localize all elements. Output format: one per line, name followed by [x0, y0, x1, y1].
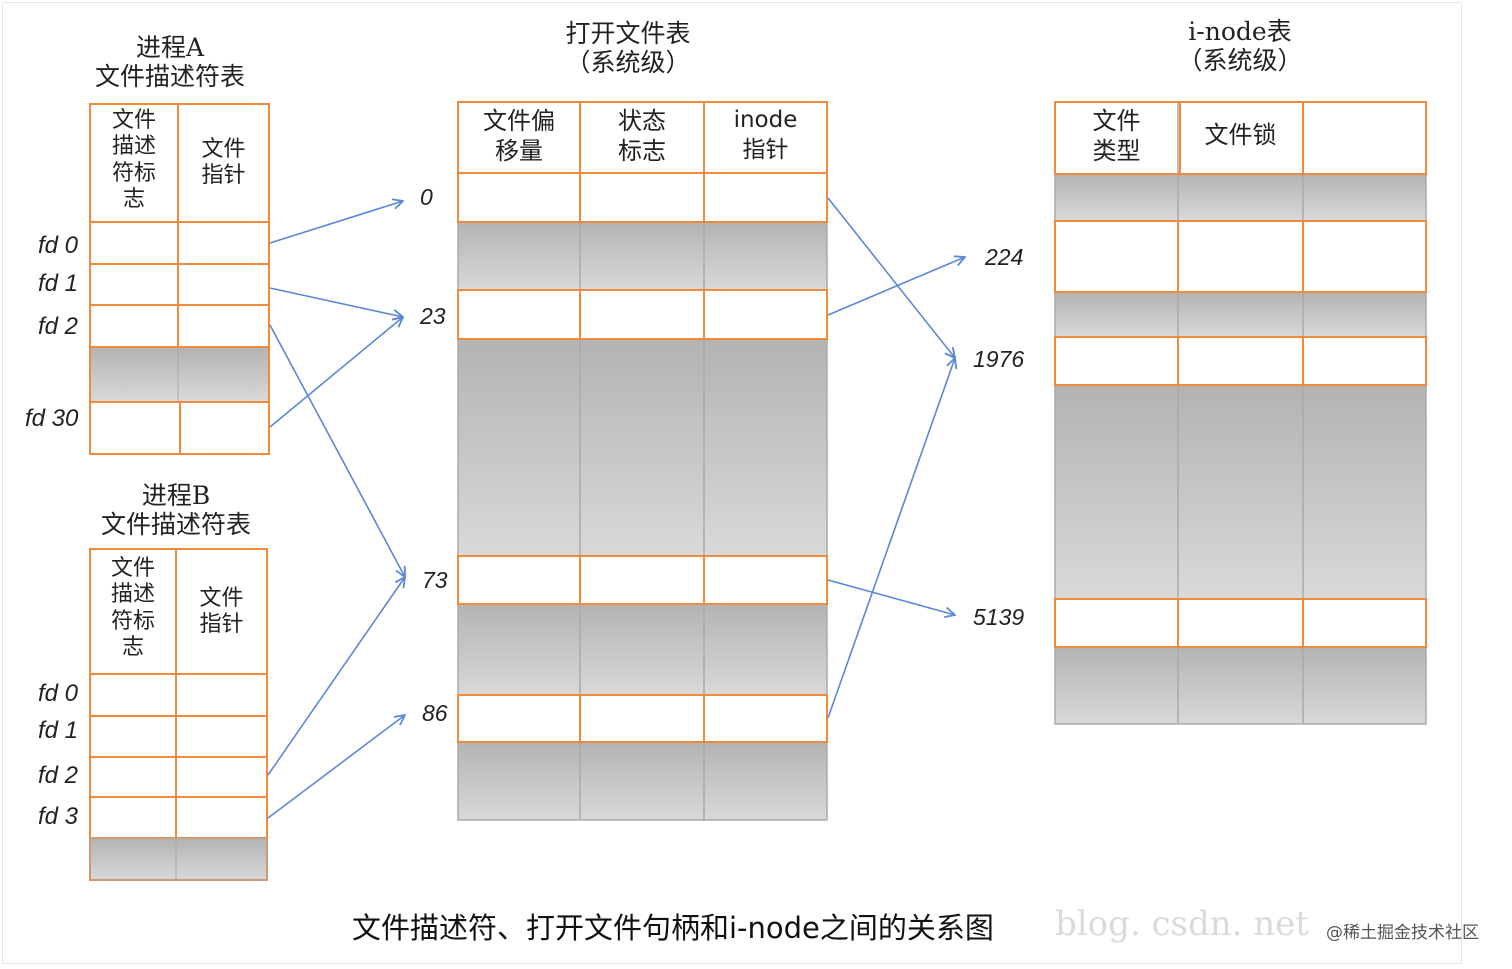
process-a-fd0: fd 0 [38, 232, 79, 259]
inode-entry-224: 224 [985, 244, 1024, 270]
open-file-entry-0: 0 [420, 184, 433, 210]
process-b-fd3: fd 3 [38, 803, 79, 830]
open-file-table-title: 打开文件表 （系统级） [528, 19, 728, 78]
open-file-entry-73: 73 [422, 567, 448, 593]
process-a-fd2: fd 2 [38, 313, 79, 340]
arrow-icon [269, 317, 403, 428]
process-b-table [89, 548, 268, 881]
process-a-title-line2: 文件描述符表 [94, 61, 245, 91]
open-file-table-title-line2: （系统级） [565, 47, 691, 77]
arrow-icon [267, 577, 405, 776]
inode-entry-1976: 1976 [973, 346, 1025, 372]
arrows [267, 197, 965, 819]
open-file-col-offset: 文件偏 移量 [483, 107, 555, 165]
arrow-icon [827, 358, 955, 719]
inode-table-title-line1: i-node表 [1188, 17, 1292, 46]
arrow-icon [267, 715, 405, 819]
process-a-table [89, 103, 270, 455]
process-a-fd30: fd 30 [25, 405, 79, 432]
process-b-fd2: fd 2 [38, 762, 79, 789]
process-b-gray-row [90, 838, 267, 880]
process-a-title: 进程A 文件描述符表 [90, 33, 250, 92]
inode-col-type: 文件 类型 [1092, 107, 1141, 165]
diagram-caption: 文件描述符、打开文件句柄和i-node之间的关系图 [352, 911, 994, 945]
inode-entry-5139: 5139 [973, 604, 1025, 630]
arrow-icon [827, 197, 955, 358]
open-file-table-title-line1: 打开文件表 [565, 19, 691, 48]
arrow-icon [827, 257, 965, 316]
open-file-col-status: 状态 标志 [618, 107, 666, 165]
open-file-entry-23: 23 [420, 303, 446, 329]
source-badge: @稀土掘金技术社区 [1326, 923, 1479, 943]
process-a-fd1: fd 1 [38, 270, 79, 297]
process-b-title: 进程B 文件描述符表 [96, 481, 256, 540]
process-a-col-file-ptr: 文件 指针 [201, 137, 246, 189]
process-b-col-fd-flags: 文件 描述 符标 志 [110, 556, 155, 661]
process-b-title-line1: 进程B [141, 481, 211, 510]
open-file-table [457, 101, 828, 821]
open-file-col-inode: inode 指针 [733, 107, 798, 163]
watermark-text: blog. csdn. net [1055, 904, 1309, 944]
process-b-fd1: fd 1 [38, 717, 79, 744]
arrow-icon [269, 324, 405, 577]
arrow-icon [269, 201, 403, 244]
inode-col-lock: 文件锁 [1204, 121, 1277, 149]
process-a-gray-row [90, 347, 269, 402]
process-b-col-file-ptr: 文件 指针 [199, 586, 244, 638]
process-b-title-line2: 文件描述符表 [100, 509, 251, 539]
inode-table-title: i-node表 （系统级） [1140, 17, 1340, 76]
diagram-frame [2, 2, 1462, 964]
inode-table [1054, 101, 1427, 725]
process-a-title-line1: 进程A [135, 33, 205, 62]
inode-table-title-line2: （系统级） [1177, 45, 1303, 75]
arrow-icon [827, 579, 955, 615]
process-b-fd0: fd 0 [38, 680, 79, 707]
process-a-col-fd-flags: 文件 描述 符标 志 [111, 108, 156, 213]
open-file-entry-86: 86 [422, 700, 448, 726]
arrow-icon [269, 287, 403, 317]
